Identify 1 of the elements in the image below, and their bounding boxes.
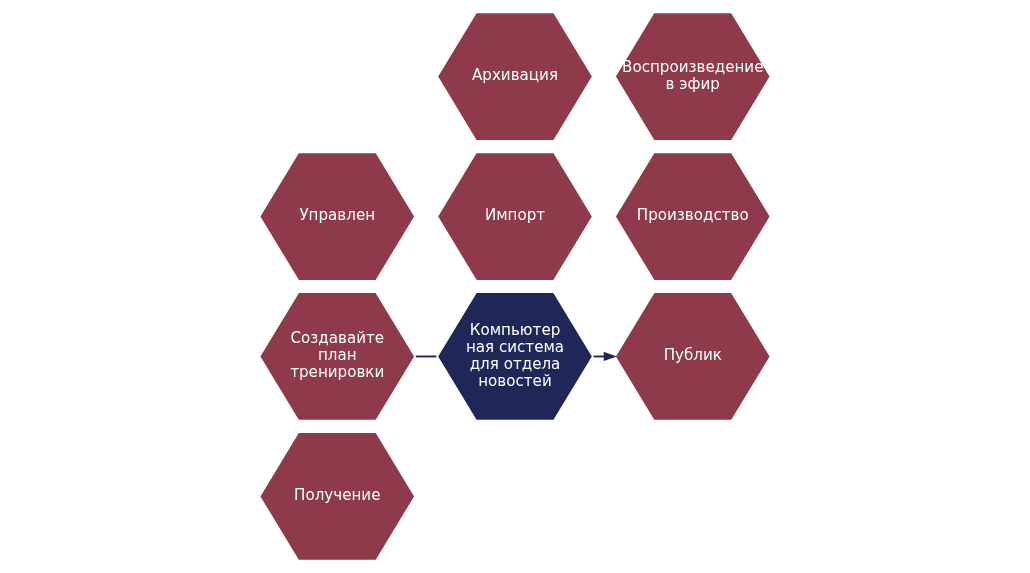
connector	[414, 355, 438, 358]
